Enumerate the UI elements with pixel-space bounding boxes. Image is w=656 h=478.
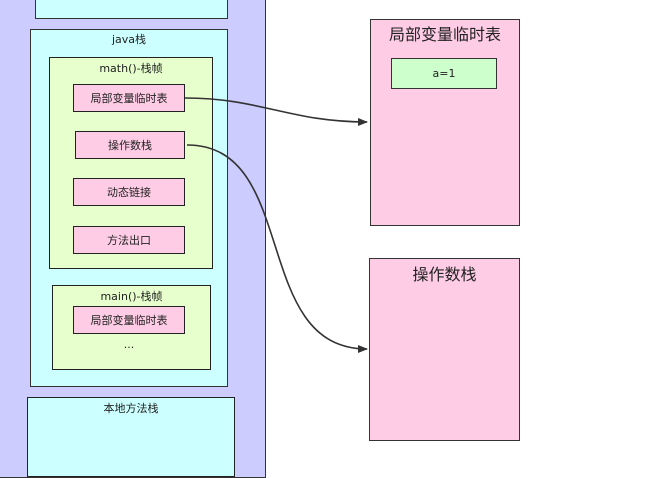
local-variable-table-title: 局部变量临时表 (388, 25, 501, 44)
java-stack-label: java栈 (111, 33, 147, 46)
native-method-stack: 本地方法栈 (27, 397, 235, 477)
math-return-address-slot: 方法出口 (73, 226, 185, 254)
local-variable-table: 局部变量临时表 (370, 19, 520, 226)
local-var-arrow (184, 97, 368, 126)
math-local-var-slot: 局部变量临时表 (73, 84, 185, 112)
math-dynamic-link-slot: 动态链接 (73, 178, 185, 206)
main-frame-ellipsis: ... (123, 338, 135, 351)
math-operand-stack-slot: 操作数栈 (75, 131, 185, 159)
operand-stack-table: 操作数栈 (369, 258, 520, 441)
main-frame-title: main()-栈帧 (100, 290, 163, 303)
math-frame-title: math()-栈帧 (99, 62, 163, 75)
local-variable-entry: a=1 (391, 58, 497, 89)
operand-stack-table-title: 操作数栈 (412, 265, 477, 284)
main-local-var-slot: 局部变量临时表 (73, 306, 185, 334)
operand-stack-arrow (186, 144, 368, 353)
upper-stack-box (35, 0, 228, 19)
native-stack-label: 本地方法栈 (103, 402, 159, 415)
